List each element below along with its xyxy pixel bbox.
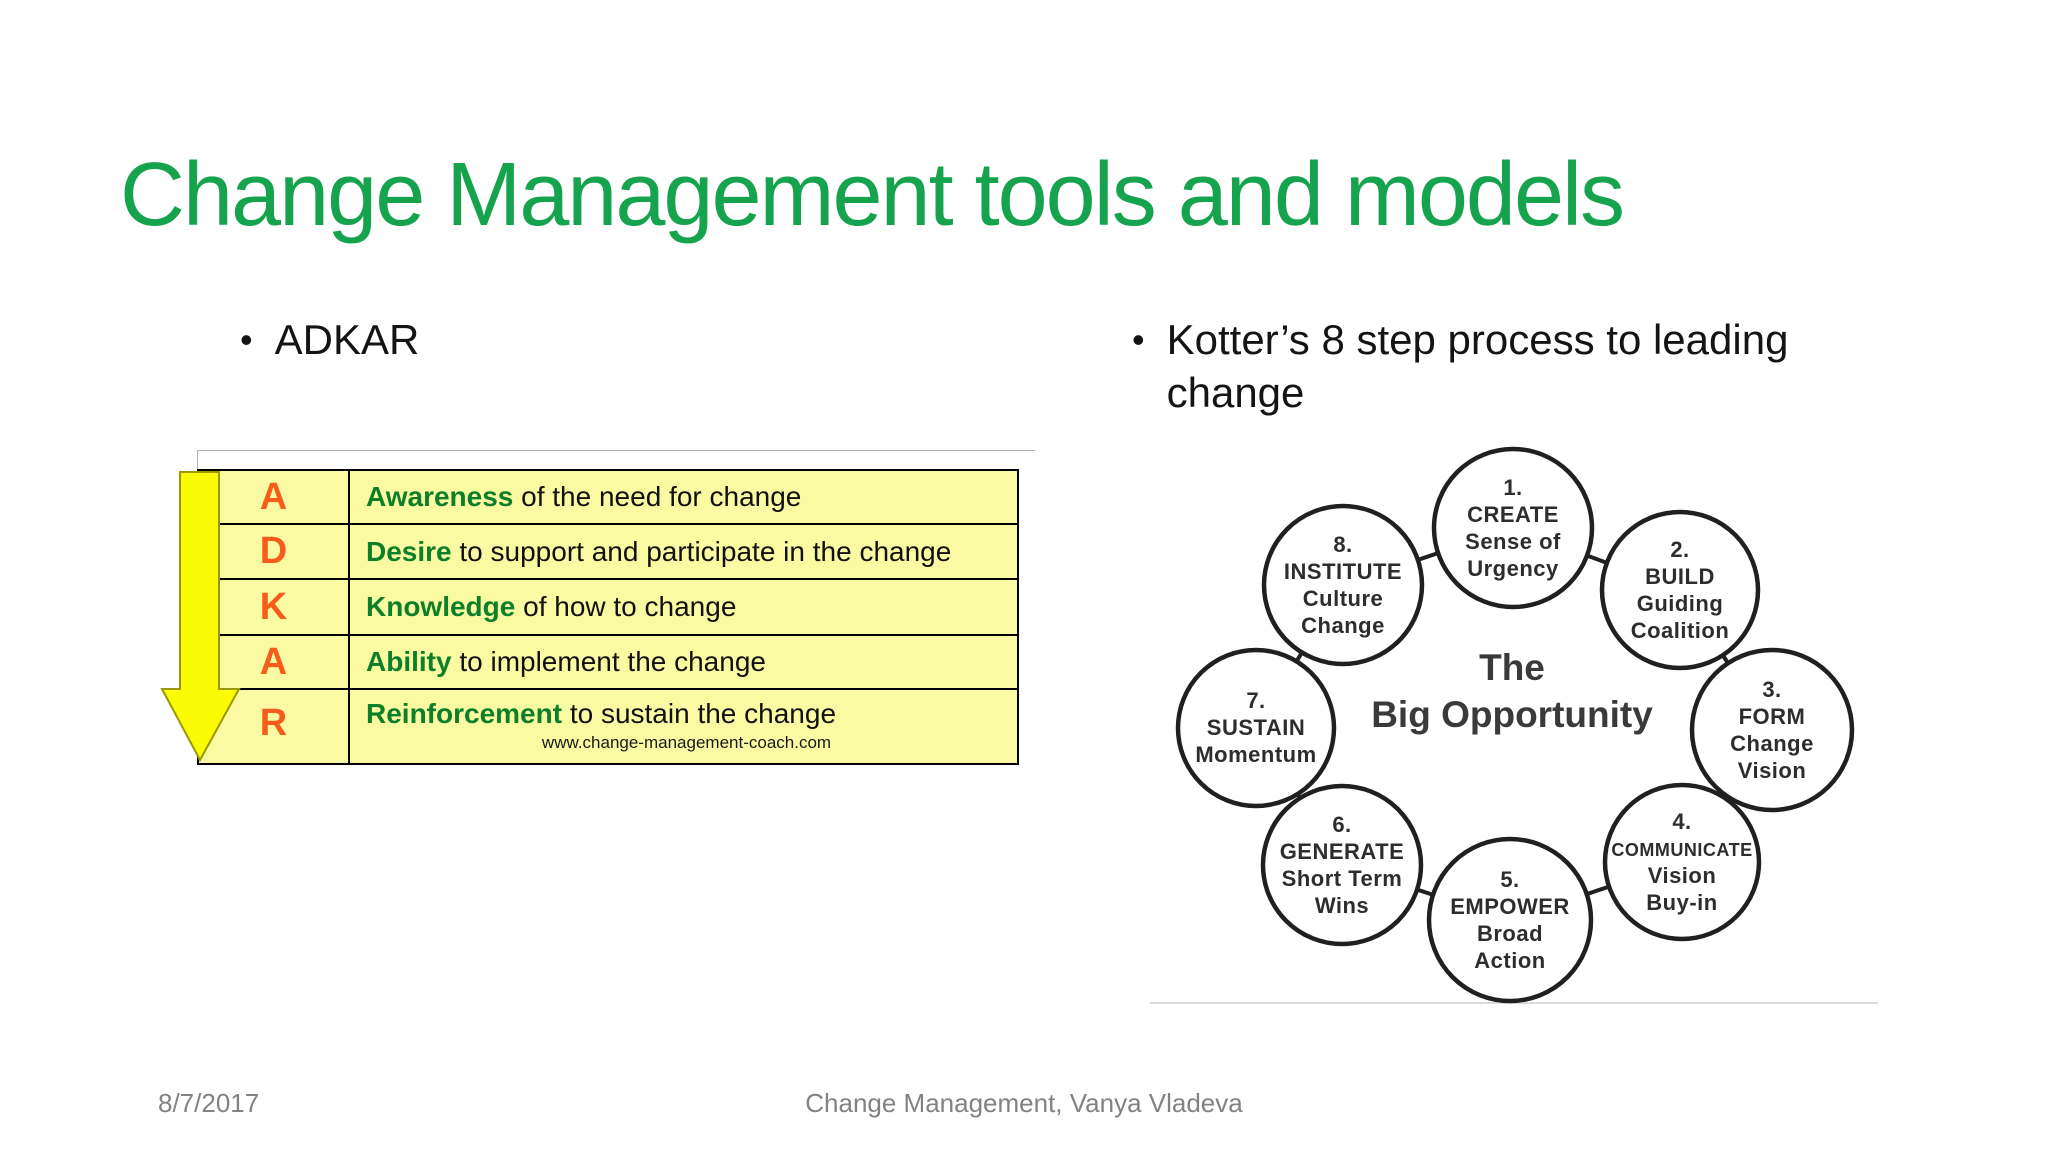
step-label-line: Sense of xyxy=(1465,529,1561,554)
table-shadow-left-line xyxy=(197,450,198,469)
step-label-line: 7. xyxy=(1246,688,1265,713)
kotter-bullet-label: Kotter’s 8 step process to leading chang… xyxy=(1166,316,1789,416)
center-label-line: Big Opportunity xyxy=(1371,694,1653,735)
step-label-line: CREATE xyxy=(1467,502,1559,527)
adkar-letter-cell: A xyxy=(199,471,350,523)
step-label-line: Change xyxy=(1301,613,1385,638)
adkar-description-cell: Reinforcement to sustain the change www.c… xyxy=(350,690,1017,763)
adkar-keyword: Awareness xyxy=(366,481,514,512)
kotter-bullet-item: • Kotter’s 8 step process to leading cha… xyxy=(1132,314,1902,420)
step-circle xyxy=(1602,782,1762,942)
adkar-keyword: Knowledge xyxy=(366,591,516,622)
footer-date: 8/7/2017 xyxy=(158,1088,260,1118)
adkar-keyword: Desire xyxy=(366,535,452,567)
step-label-line: INSTITUTE xyxy=(1284,559,1402,584)
adkar-row: R Reinforcement to sustain the change www.… xyxy=(199,690,1017,763)
step-circle xyxy=(1260,783,1424,947)
down-arrow-icon xyxy=(160,471,241,763)
step-label-line: SUSTAIN xyxy=(1207,715,1305,740)
step-label-line: COMMUNICATE xyxy=(1611,840,1752,860)
adkar-description-cell: Ability to implement the change xyxy=(350,636,1017,688)
adkar-rest-text: of how to change xyxy=(515,591,737,622)
step-label-line: 1. xyxy=(1503,475,1522,500)
step-label-line: Vision xyxy=(1648,863,1717,888)
adkar-description-cell: Awareness of the need for change xyxy=(350,471,1017,523)
step-label-line: BUILD xyxy=(1645,564,1715,589)
step-label-line: Broad xyxy=(1477,921,1543,946)
step-label-line: EMPOWER xyxy=(1450,894,1570,919)
adkar-rest-text: to implement the change xyxy=(451,646,766,677)
adkar-bullet-label: ADKAR xyxy=(274,316,420,363)
adkar-letter-cell: R xyxy=(199,690,350,763)
center-label-line: The xyxy=(1479,647,1545,688)
step-circle xyxy=(1261,503,1425,667)
step-label-line: Action xyxy=(1474,948,1545,973)
step-label-line: Wins xyxy=(1315,893,1369,918)
adkar-rest-text: to sustain the change xyxy=(562,698,837,729)
step-label-line: Vision xyxy=(1738,758,1807,783)
adkar-letter-cell: K xyxy=(199,580,350,634)
step-label-line: 6. xyxy=(1332,812,1351,837)
table-shadow-top-line xyxy=(197,450,1035,451)
adkar-keyword: Reinforcement xyxy=(366,698,563,729)
step-circle xyxy=(1689,647,1855,813)
step-circle xyxy=(1431,446,1595,610)
adkar-description-cell: Knowledge of how to change xyxy=(350,580,1017,634)
step-label-line: Guiding xyxy=(1637,591,1724,616)
step-label-line: Culture xyxy=(1303,586,1384,611)
adkar-letter-cell: D xyxy=(199,525,350,578)
step-label-line: Coalition xyxy=(1631,618,1730,643)
adkar-letter-cell: A xyxy=(199,636,350,688)
slide-title: Change Management tools and models xyxy=(120,145,1625,246)
step-label-line: Short Term xyxy=(1282,866,1403,891)
step-label-line: Change xyxy=(1730,731,1814,756)
step-label-line: 4. xyxy=(1672,809,1691,834)
bullet-marker: • xyxy=(240,319,253,360)
step-label-line: Urgency xyxy=(1467,556,1559,581)
step-label-line: Buy-in xyxy=(1646,890,1717,915)
step-label-line: Momentum xyxy=(1195,742,1316,767)
step-circle xyxy=(1599,509,1761,671)
adkar-keyword: Ability xyxy=(366,646,452,677)
step-circle xyxy=(1426,836,1594,1004)
adkar-rest-text: to support and participate in the change xyxy=(451,535,952,567)
bullet-marker: • xyxy=(1132,319,1145,360)
step-label-line: GENERATE xyxy=(1280,839,1405,864)
step-circle xyxy=(1175,647,1337,809)
adkar-bullet-item: • ADKAR xyxy=(240,314,419,367)
footer-credit: Change Management, Vanya Vladeva xyxy=(805,1088,1243,1118)
source-url: www.change-management-coach.com xyxy=(541,733,832,752)
step-label-line: FORM xyxy=(1739,704,1806,729)
adkar-rest-text: of the need for change xyxy=(513,481,802,512)
step-label-line: 2. xyxy=(1670,537,1689,562)
adkar-description-cell: Desire to support and participate in the… xyxy=(350,525,1017,578)
step-label-line: 8. xyxy=(1333,532,1352,557)
step-label-line: 3. xyxy=(1762,677,1781,702)
step-label-line: 5. xyxy=(1500,867,1519,892)
